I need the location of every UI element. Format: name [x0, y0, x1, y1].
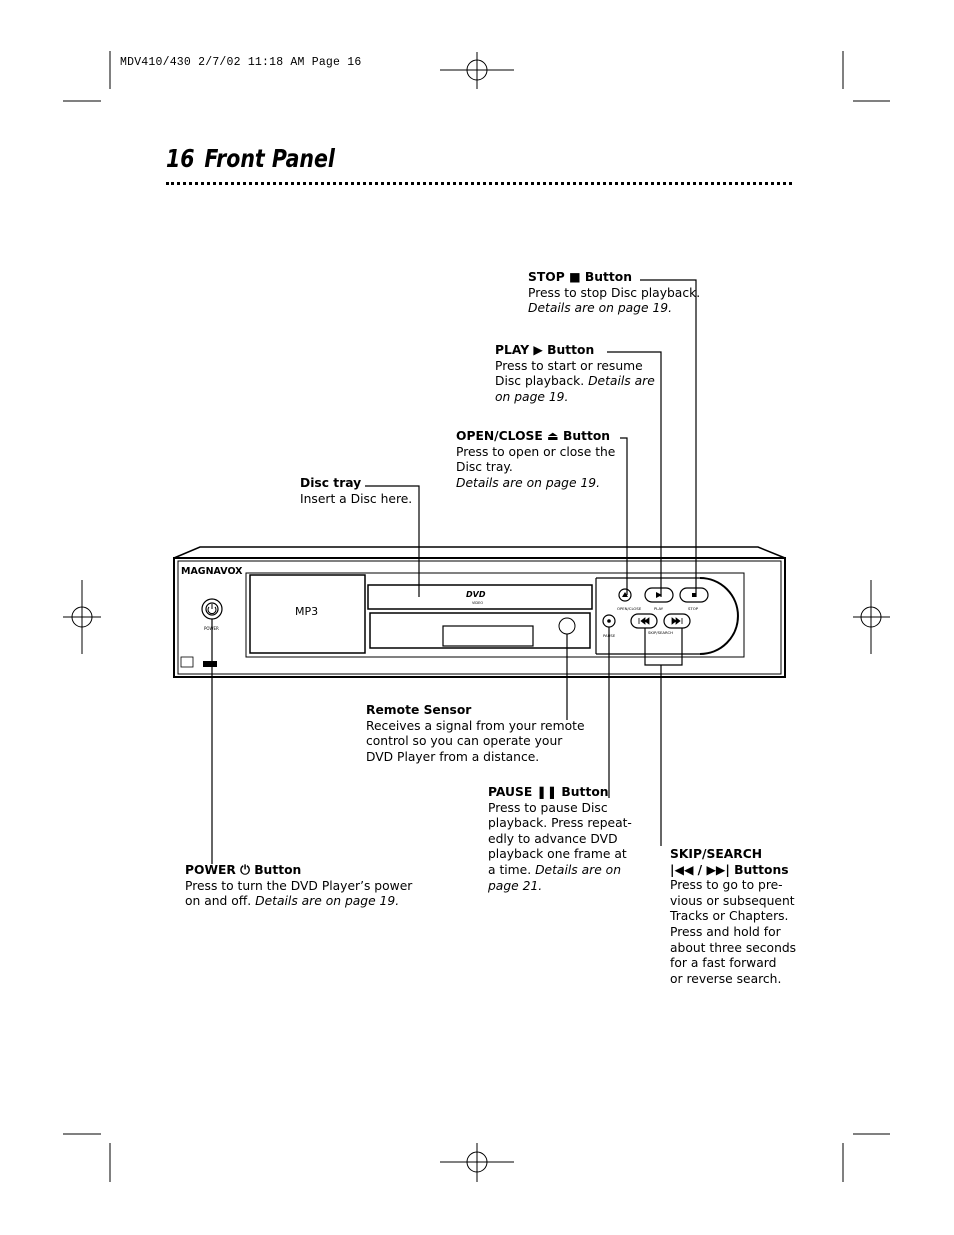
callout-play-title: PLAY ▶ Button — [495, 343, 595, 357]
callout-pause: PAUSE ❚❚ Button Press to pause Disc play… — [488, 785, 632, 894]
registration-mark-top — [440, 52, 514, 89]
dvd-player-illustration — [173, 546, 786, 678]
play-button — [644, 587, 674, 603]
brand-logo: MAGNAVOX — [181, 566, 243, 577]
callout-pause-desc: Press to pause Disc playback. Press repe… — [488, 800, 632, 877]
mp3-logo: MP3 — [295, 605, 318, 618]
callout-open-close-desc: Press to open or close the Disc tray. — [456, 444, 616, 475]
registration-mark-left — [63, 580, 101, 654]
leader-lines — [211, 279, 697, 864]
dvd-logo: DVD — [466, 590, 486, 599]
registration-mark-bottom — [440, 1143, 514, 1182]
callout-stop-ref: Details are on page 19. — [528, 301, 673, 316]
callout-stop-desc: Press to stop Disc playback. — [528, 285, 701, 300]
callout-disc-tray-desc: Insert a Disc here. — [300, 491, 413, 506]
callout-play-ref2: on page 19. — [495, 389, 569, 404]
callout-power: POWER ⏻ Button Press to turn the DVD Pla… — [185, 863, 412, 910]
callout-open-close-ref: Details are on page 19. — [456, 475, 601, 490]
callout-pause-ref2: page 21. — [488, 878, 543, 893]
callout-power-title: POWER ⏻ Button — [185, 863, 302, 877]
power-button — [201, 598, 223, 620]
callout-remote-sensor-desc: Receives a signal from your remote contr… — [366, 718, 585, 764]
callout-skip-search-subtitle: |◀◀ / ▶▶| Buttons — [670, 862, 789, 877]
skip-forward-button — [663, 613, 691, 629]
page-number: 16 — [166, 144, 195, 173]
skip-search-label: SKIP/SEARCH — [648, 630, 673, 635]
open-close-button — [618, 588, 632, 602]
dvd-video-sub: VIDEO — [472, 601, 483, 605]
callout-remote-sensor-title: Remote Sensor — [366, 703, 472, 717]
callout-power-desc: Press to turn the DVD Player’s power on … — [185, 878, 413, 909]
callout-stop: STOP ■ Button Press to stop Disc playbac… — [528, 270, 700, 317]
page-title: 16 Front Panel — [166, 144, 335, 173]
callout-disc-tray: Disc tray Insert a Disc here. — [300, 476, 412, 507]
callout-skip-search-desc: Press to go to pre- vious or subsequent … — [670, 878, 797, 986]
play-label: PLAY — [654, 606, 664, 611]
stop-button — [679, 587, 709, 603]
callout-skip-search: SKIP/SEARCH |◀◀ / ▶▶| Buttons Press to g… — [670, 847, 796, 987]
crop-marks — [63, 51, 890, 1182]
callout-pause-title: PAUSE ❚❚ Button — [488, 785, 609, 799]
callout-stop-title: STOP ■ Button — [528, 270, 632, 284]
callout-play-ref1: Details are — [588, 374, 655, 389]
callout-pause-ref1: Details are on — [535, 862, 621, 877]
callout-remote-sensor: Remote Sensor Receives a signal from you… — [366, 703, 585, 765]
callout-skip-search-title: SKIP/SEARCH — [670, 847, 763, 861]
open-close-label: OPEN/CLOSE — [617, 606, 642, 611]
skip-back-button — [630, 613, 658, 629]
callout-power-ref: Details are on page 19. — [255, 894, 400, 909]
callout-play-desc: Press to start or resume Disc playback. — [495, 358, 643, 389]
print-slug: MDV410/430 2/7/02 11:18 AM Page 16 — [120, 56, 362, 69]
callout-open-close: OPEN/CLOSE ⏏ Button Press to open or clo… — [456, 429, 615, 491]
title-dotted-rule — [166, 182, 792, 185]
registration-mark-right — [853, 580, 890, 654]
pause-button — [602, 614, 616, 628]
callout-open-close-title: OPEN/CLOSE ⏏ Button — [456, 429, 611, 443]
page-heading: Front Panel — [204, 144, 335, 173]
callout-disc-tray-title: Disc tray — [300, 476, 362, 490]
callout-play: PLAY ▶ Button Press to start or resume D… — [495, 343, 655, 405]
stop-label: STOP — [688, 606, 699, 611]
